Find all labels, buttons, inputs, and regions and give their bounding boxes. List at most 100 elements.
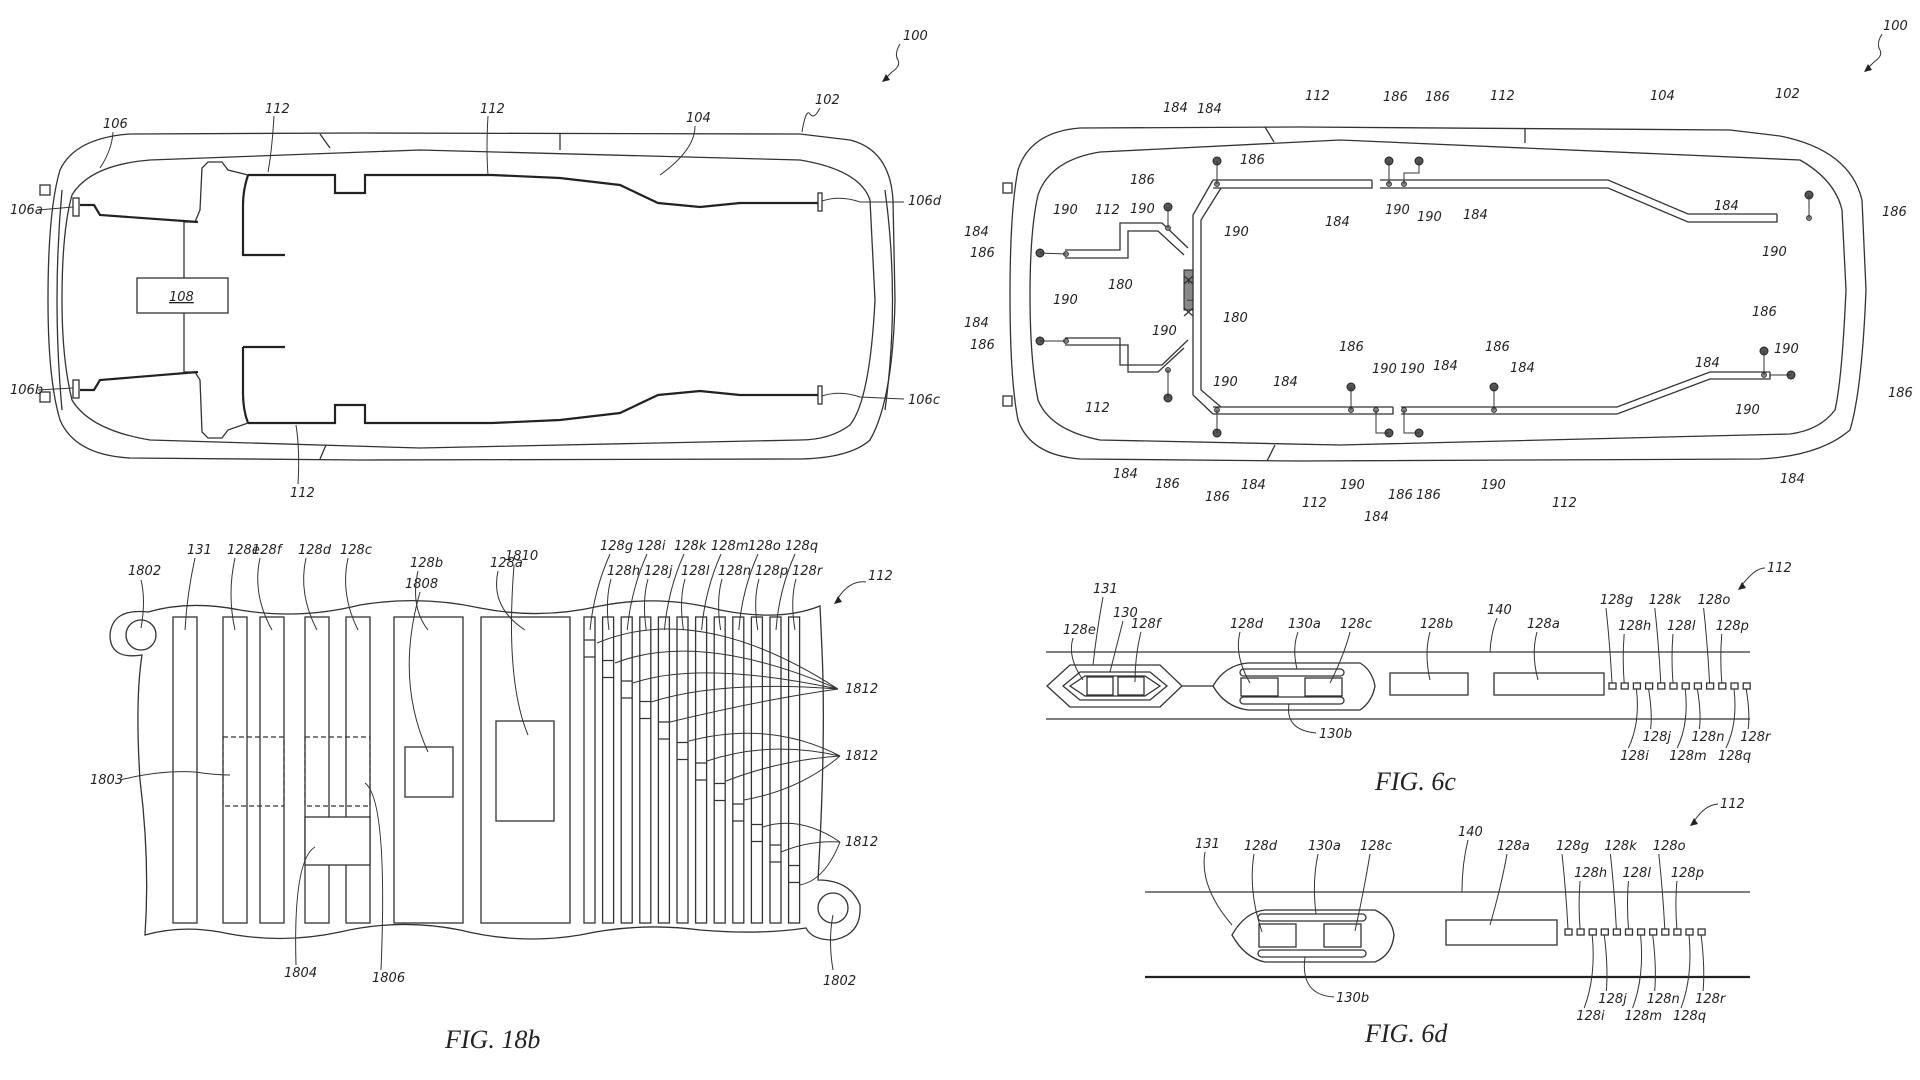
leader [1675, 880, 1678, 930]
signal-pad [1705, 682, 1715, 690]
leader [1561, 853, 1569, 930]
leader-112-b [486, 115, 489, 176]
label-184: 184 [1695, 356, 1720, 371]
signal-pad [1612, 928, 1622, 936]
component-label: 130b [1336, 991, 1369, 1006]
signal-conductor-strip [769, 616, 782, 924]
leader [1329, 631, 1351, 684]
leader [1632, 934, 1643, 1009]
harness-lower [248, 389, 818, 425]
signal-label: 128l [681, 564, 710, 579]
signal-conductor-strip [601, 616, 615, 924]
inner-130 [1061, 671, 1169, 701]
signal-conductor-strip [676, 616, 689, 924]
label-106: 106 [103, 117, 128, 132]
signal-label: 128q [1718, 749, 1751, 764]
signal-pad [1697, 928, 1706, 936]
label-184: 184 [1197, 102, 1222, 117]
signal-label: 128o [748, 539, 781, 554]
conductor-128e [1086, 676, 1114, 696]
leader [626, 553, 648, 631]
label-186: 186 [1155, 477, 1180, 492]
signal-label: 128q [1673, 1009, 1706, 1024]
component-label: 130a [1288, 617, 1321, 632]
signal-pad [1657, 682, 1666, 690]
leader-1806 [364, 782, 384, 971]
leader [1092, 596, 1104, 666]
leader [1489, 853, 1508, 926]
label-190: 190 [1053, 293, 1078, 308]
signal-label: 128i [1576, 1009, 1605, 1024]
leader [1648, 688, 1652, 730]
battery-plus-icon: + [1185, 277, 1193, 287]
leader-1802-left [140, 579, 144, 629]
signal-pad [1576, 928, 1585, 936]
bumper-rear [884, 189, 894, 411]
conductor-label: 128a [490, 556, 523, 571]
component-label: 128f [1131, 617, 1163, 632]
label-1802: 1802 [128, 564, 161, 579]
conductor-128f [1117, 676, 1145, 696]
leader-112-c [295, 424, 300, 485]
leader-112-a [267, 115, 275, 173]
leader-1810 [510, 564, 529, 736]
label-186: 186 [1339, 340, 1364, 355]
vehicle-body-outline-right [1009, 126, 1867, 462]
inner-130b [1257, 949, 1367, 958]
label-108: 108 [169, 290, 194, 305]
leader-1803 [119, 771, 231, 781]
leader [775, 553, 796, 631]
label-186: 186 [1882, 205, 1907, 220]
label-1812: 1812 [845, 749, 878, 764]
inner-130a [1257, 913, 1367, 922]
signal-pad [1673, 928, 1682, 936]
signal-label: 128g [1556, 839, 1589, 854]
figure-18b: 1802 1802 1803 1804 1806 1808 1810 1812 … [90, 539, 893, 1054]
mount-hole-1802-right [817, 892, 849, 924]
leader [1700, 934, 1705, 992]
leader [1725, 688, 1736, 749]
signal-pad [1742, 682, 1751, 690]
harness-to-106b [80, 370, 199, 392]
signal-conductor-strip [639, 616, 652, 924]
leader [303, 557, 318, 631]
tap-point-1812 [602, 659, 614, 679]
leader [1109, 620, 1124, 673]
label-1812: 1812 [845, 682, 878, 697]
branch-upper-left [1065, 222, 1189, 259]
leader-104 [659, 125, 696, 176]
signal-pad [1644, 682, 1654, 690]
signal-conductor-strip [657, 616, 671, 924]
leader [1533, 631, 1539, 681]
label-184: 184 [1325, 215, 1350, 230]
mirror-right-right [1002, 395, 1013, 407]
label-190: 190 [1224, 225, 1249, 240]
label-184: 184 [964, 316, 989, 331]
label-190: 190 [1417, 210, 1442, 225]
label-186: 186 [1240, 153, 1265, 168]
label-106d: 106d [908, 194, 942, 209]
a-pillar-bottom-right [1266, 444, 1276, 462]
signal-pad [1649, 928, 1658, 936]
signal-label: 128p [755, 564, 788, 579]
signal-label: 128g [1600, 593, 1633, 608]
leader [606, 578, 612, 631]
signal-pads [1608, 682, 1751, 690]
label-112: 112 [1490, 89, 1515, 104]
leader [1288, 703, 1317, 734]
leader [1622, 633, 1625, 684]
signal-label: 128k [674, 539, 707, 554]
label-184: 184 [1780, 472, 1805, 487]
controller-108-box [136, 277, 229, 314]
label-184: 184 [1510, 361, 1535, 376]
label-100-right: 100 [1883, 19, 1908, 34]
label-190: 190 [1372, 362, 1397, 377]
component-label: 128d [1244, 839, 1278, 854]
label-186: 186 [970, 246, 995, 261]
pad-1808 [404, 746, 454, 798]
leader [1680, 934, 1691, 1009]
label-1804: 1804 [284, 966, 317, 981]
branch-lower-left [1065, 337, 1189, 373]
bridge-1804 [304, 816, 371, 866]
